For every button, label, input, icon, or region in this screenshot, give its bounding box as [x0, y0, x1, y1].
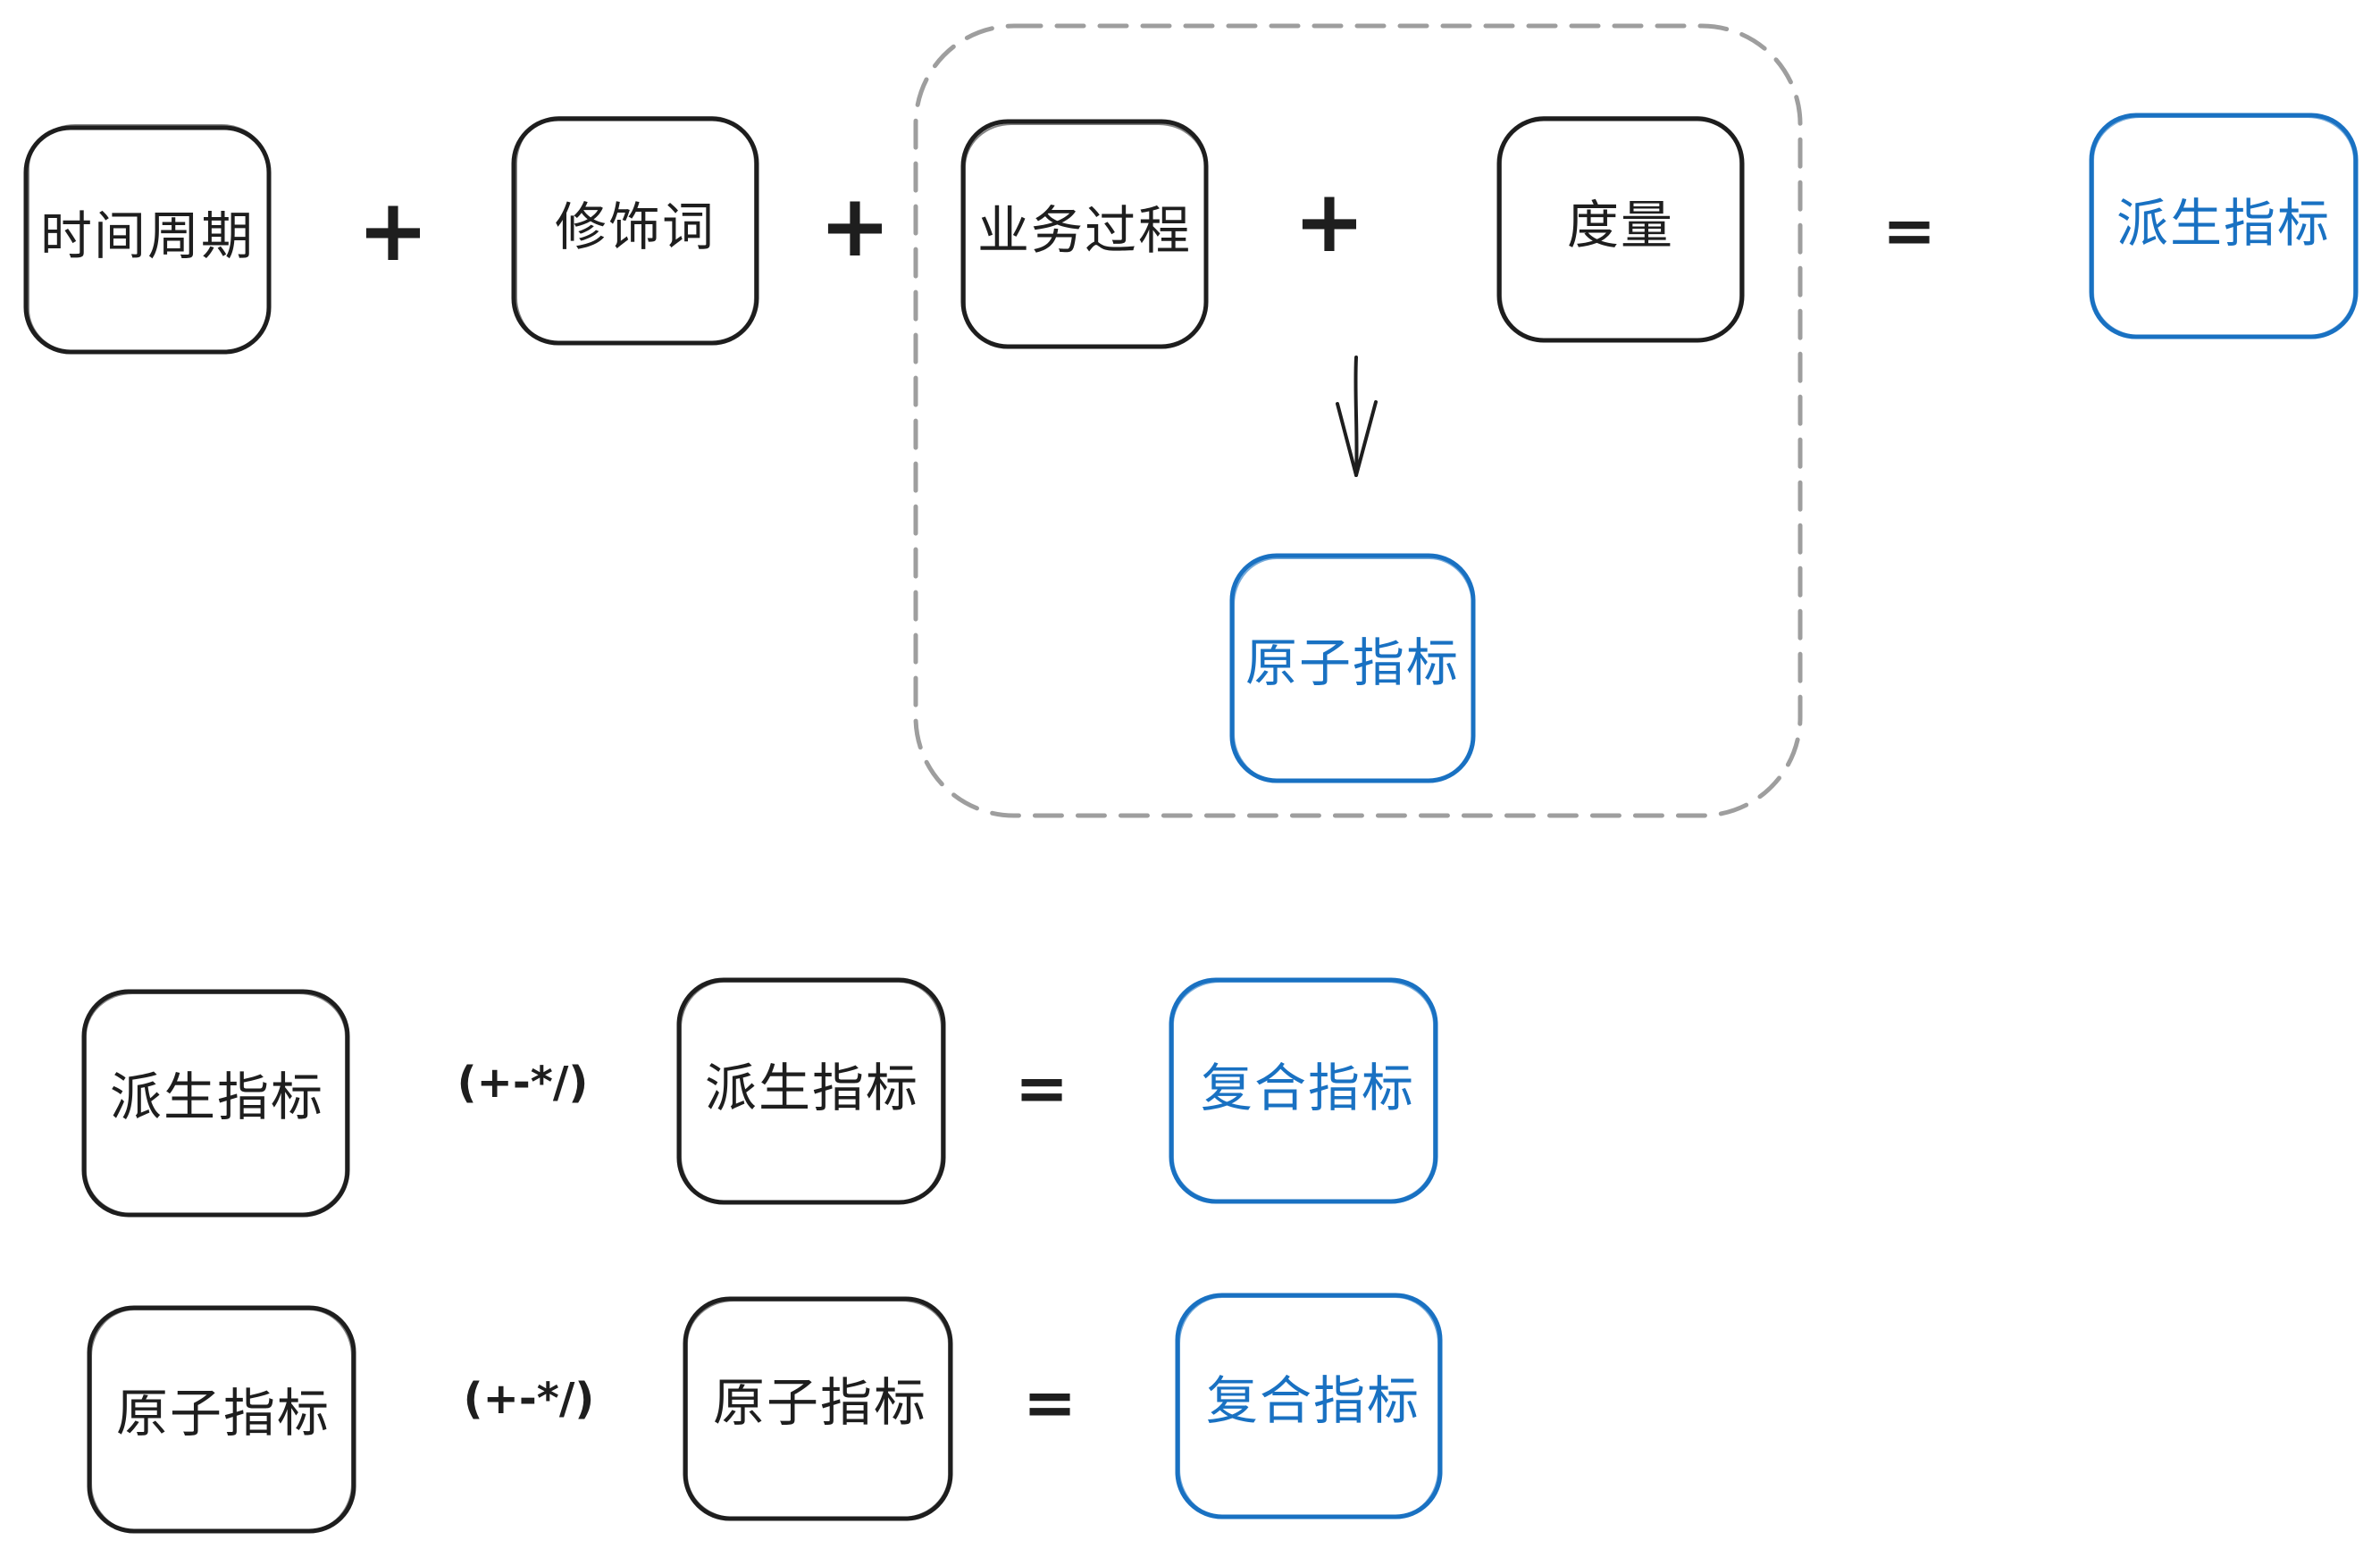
derived-metric-box-sketch	[2092, 116, 2355, 337]
atomic-metric-box-sketch	[1233, 557, 1473, 781]
arithmetic-operators-2: (+-*/)	[464, 1374, 595, 1424]
plus-operator-3: +	[1294, 172, 1365, 272]
modifier-box-sketch	[515, 116, 756, 345]
arrow-shaft	[1353, 356, 1359, 477]
derived-metric-right-box-sketch	[680, 981, 943, 1203]
time-period-box: 时间周期	[23, 124, 272, 355]
measure-label: 度量	[1567, 195, 1674, 255]
composite-metric-label-1: 复合指标	[1201, 1058, 1415, 1118]
arrow-head	[1336, 400, 1378, 477]
equals-operator-3: =	[1023, 1365, 1077, 1440]
time-period-label: 时间周期	[40, 205, 255, 266]
equals-operator-1: =	[1882, 193, 1936, 268]
measure-box: 度量	[1496, 116, 1745, 343]
business-process-box-sketch	[964, 123, 1206, 348]
derived-metric-box: 派生指标	[2089, 113, 2359, 339]
arithmetic-operators-1: (+-*/)	[457, 1058, 589, 1108]
derived-metric-left-box-sketch	[85, 992, 347, 1215]
atomic-metric-left-box-sketch	[90, 1309, 353, 1531]
time-period-box-sketch	[28, 124, 269, 353]
derived-metric-right-box: 派生指标	[676, 977, 946, 1205]
atomic-metric-group-border	[913, 23, 1803, 818]
plus-operator-1: +	[357, 180, 429, 280]
atomic-metric-right-box-sketch	[686, 1300, 950, 1519]
atomic-metric-box: 原子指标	[1229, 553, 1476, 783]
derived-metric-right-label: 派生指标	[705, 1058, 919, 1118]
formula-composite-from-derived: 派生指标 (+-*/) 派生指标 = 复合指标	[81, 977, 1438, 1218]
atomic-metric-right-label: 原子指标	[713, 1372, 927, 1433]
formula-composite-from-atomic: 原子指标 (+-*/) 原子指标 = 复合指标	[87, 1293, 1443, 1534]
composite-metric-box-2: 复合指标	[1175, 1293, 1443, 1519]
modifier-label: 修饰词	[555, 197, 716, 257]
equals-operator-2: =	[1015, 1051, 1068, 1126]
composite-metric-box-2-sketch	[1178, 1296, 1439, 1517]
derived-metric-left-label: 派生指标	[110, 1067, 324, 1127]
formula-derived-metric: 时间周期 + 修饰词 + 业务过程 + 度量 = 派生指标	[23, 23, 2359, 818]
composite-metric-box-1-sketch	[1172, 981, 1435, 1201]
modifier-box: 修饰词	[511, 116, 759, 346]
business-process-box: 业务过程	[960, 119, 1209, 349]
plus-operator-2: +	[819, 176, 891, 276]
measure-box-sketch	[1500, 116, 1741, 342]
atomic-metric-left-box: 原子指标	[87, 1305, 356, 1534]
arrow-down-icon	[1336, 356, 1378, 477]
atomic-metric-label: 原子指标	[1245, 632, 1460, 693]
derived-metric-left-box: 派生指标	[81, 989, 350, 1218]
derived-metric-label: 派生指标	[2116, 193, 2331, 254]
atomic-metric-left-label: 原子指标	[116, 1383, 331, 1444]
atomic-metric-right-box: 原子指标	[683, 1296, 953, 1521]
composite-metric-label-2: 复合指标	[1206, 1370, 1420, 1431]
composite-metric-box-1: 复合指标	[1169, 977, 1438, 1204]
business-process-label: 业务过程	[977, 200, 1192, 261]
